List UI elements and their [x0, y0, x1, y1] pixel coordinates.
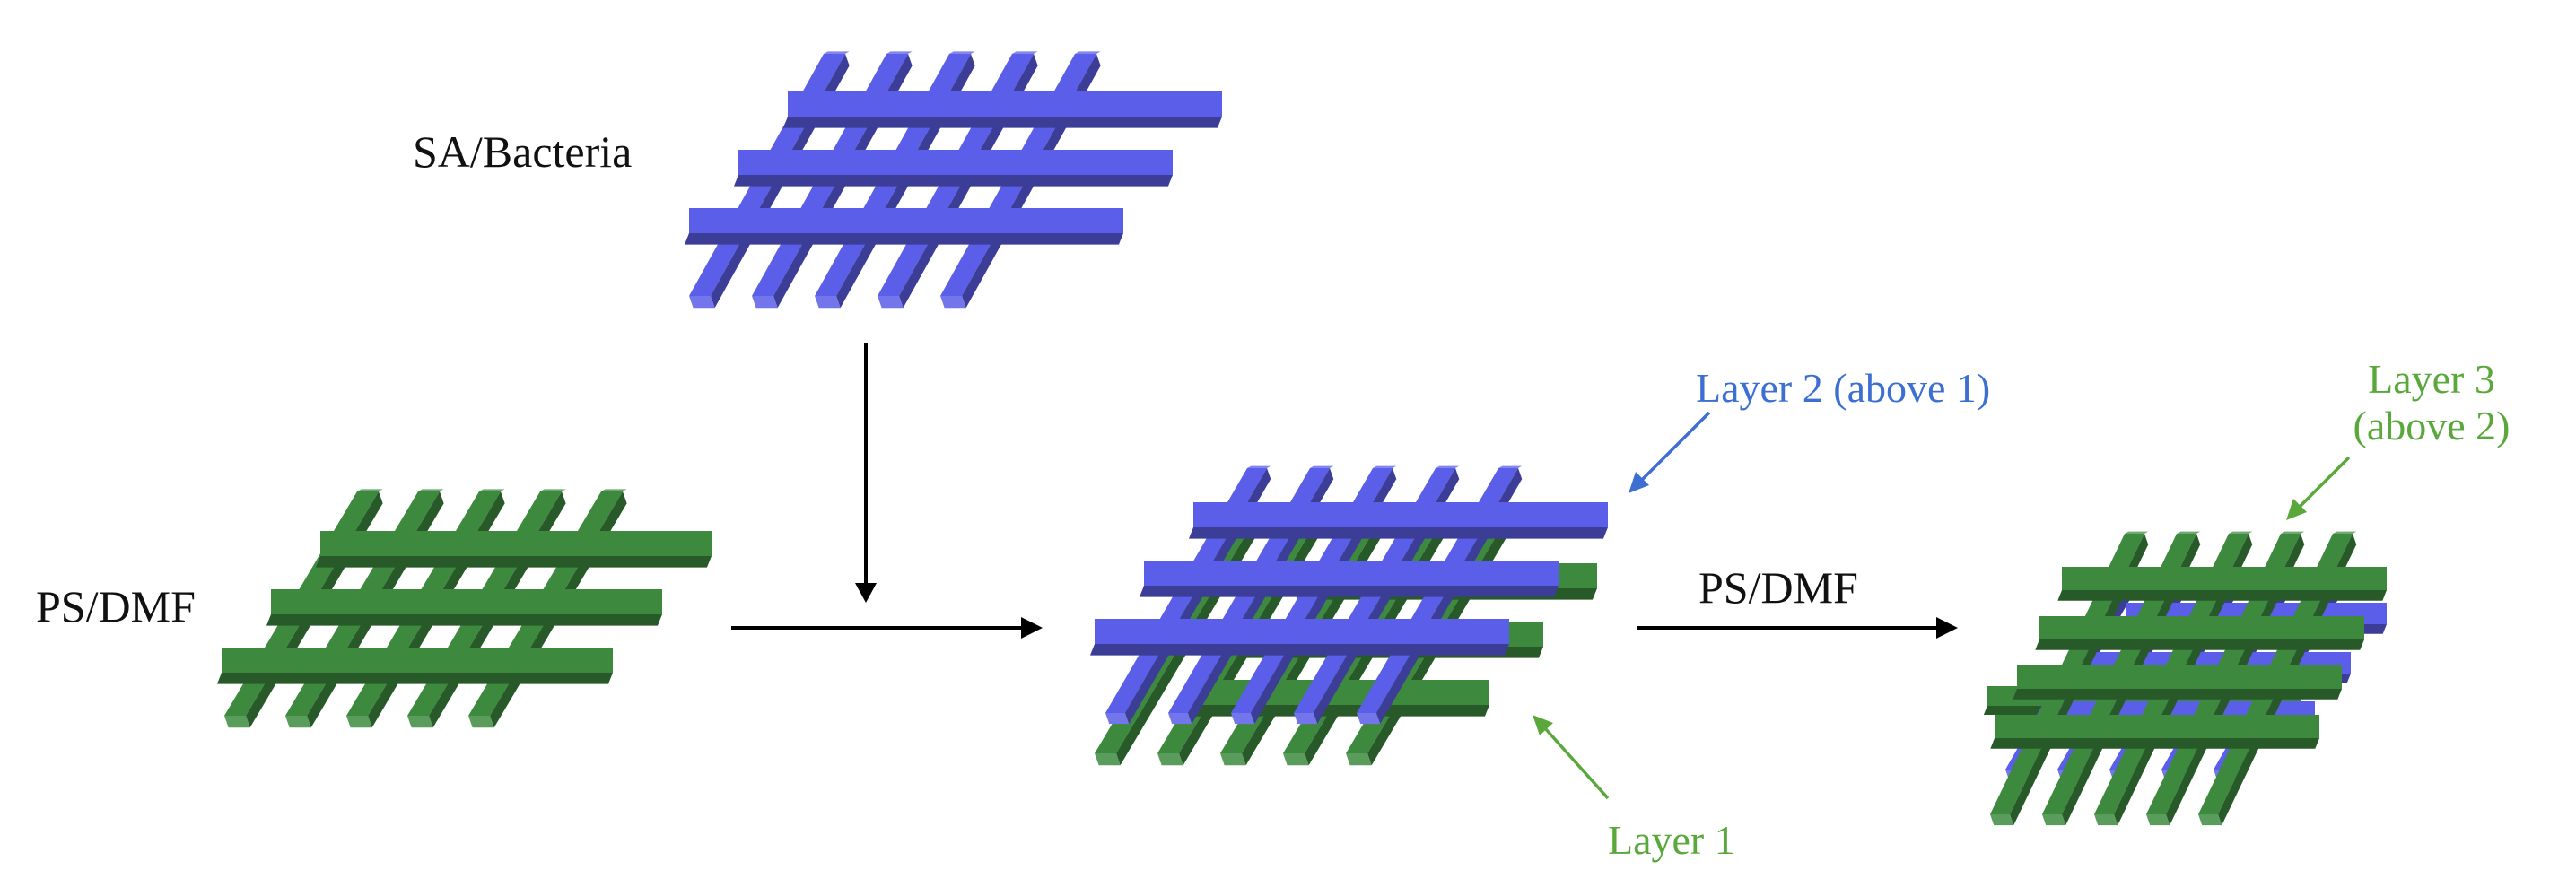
fiber-horizontal-side [2013, 689, 2342, 700]
fiber-horizontal [788, 91, 1222, 117]
layer3-label-line1: Layer 3 [2368, 356, 2495, 402]
fiber-horizontal [1144, 561, 1559, 586]
fiber-diagonal-cap [1498, 465, 1523, 468]
fiber-diagonal-end [1283, 753, 1309, 766]
fiber-horizontal-side [1089, 644, 1509, 656]
pointer-layer1 [1533, 715, 1610, 800]
fiber-diagonal-cap [824, 51, 850, 54]
fiber-diagonal-end [346, 716, 372, 728]
fiber-horizontal [2062, 567, 2387, 590]
final-green-mesh-top [1990, 531, 2387, 826]
fiber-diagonal-cap [357, 489, 383, 491]
fiber-diagonal-cap [886, 51, 913, 54]
fiber-horizontal [271, 589, 662, 614]
fiber-diagonal-end [1220, 753, 1246, 766]
fiber-horizontal-side [216, 673, 613, 684]
fiber-horizontal [1193, 502, 1608, 527]
fiber-diagonal-cap [1075, 51, 1101, 54]
layer2-label: Layer 2 (above 1) [1696, 365, 1990, 411]
fiber-diagonal-end [224, 716, 250, 728]
fiber-horizontal [1995, 715, 2319, 738]
fiber-diagonal-cap [949, 51, 975, 54]
arrow-down [855, 343, 877, 603]
fiber-horizontal [222, 648, 613, 673]
fiber-diagonal-end [2198, 814, 2222, 826]
fiber-diagonal-cap [1012, 51, 1038, 54]
fiber-horizontal [1193, 680, 1489, 705]
fiber-diagonal-end [1157, 753, 1183, 766]
fiber-diagonal-end [878, 296, 904, 309]
fiber-horizontal-side [2057, 590, 2387, 601]
fiber-diagonal-cap [418, 489, 444, 491]
fiber-diagonal-end [1231, 713, 1255, 725]
fiber-diagonal-end [407, 716, 433, 728]
pointer-layer2 [1629, 411, 1711, 493]
fiber-diagonal-end [468, 716, 494, 728]
ps-dmf-label-right: PS/DMF [1698, 562, 1858, 613]
arrow-right-merge [731, 617, 1043, 639]
ps-dmf-label-left: PS/DMF [36, 581, 196, 631]
fiber-diagonal-cap [2125, 531, 2149, 534]
fiber-horizontal [2017, 665, 2342, 689]
layer3-label-line2: (above 2) [2353, 403, 2511, 448]
fiber-diagonal-cap [2229, 531, 2253, 534]
fiber-diagonal-end [940, 296, 966, 309]
layer1-label: Layer 1 [1608, 817, 1735, 863]
ps-dmf-mesh [216, 489, 712, 728]
fiber-diagonal-end [1168, 713, 1192, 725]
fiber-diagonal-cap [1436, 465, 1460, 468]
fiber-horizontal [738, 150, 1173, 175]
arrow-right-final [1637, 617, 1958, 639]
pointer-layer3 [2286, 456, 2351, 520]
fiber-horizontal-side [315, 556, 712, 568]
fiber-horizontal-side [266, 614, 662, 626]
fiber-horizontal-side [1188, 705, 1489, 717]
fiber-horizontal [1095, 619, 1509, 644]
fiber-diagonal-end [1990, 814, 2014, 826]
fiber-diagonal-cap [540, 489, 566, 491]
fiber-diagonal-end [752, 296, 778, 309]
fiber-diagonal-end [689, 296, 715, 309]
fiber-diagonal-cap [2333, 531, 2357, 534]
fiber-diagonal-end [1294, 713, 1318, 725]
fiber-horizontal-side [2035, 639, 2364, 650]
sa-bacteria-mesh [684, 51, 1222, 309]
fiber-diagonal-end [1095, 753, 1121, 766]
fiber-diagonal-end [1357, 713, 1381, 725]
fiber-horizontal [2039, 616, 2364, 639]
fiber-horizontal-side [1990, 738, 2319, 749]
fiber-diagonal-end [2146, 814, 2170, 826]
fiber-diagonal-end [285, 716, 311, 728]
fiber-horizontal-side [733, 175, 1173, 187]
fiber-diagonal-cap [1310, 465, 1334, 468]
fiber-horizontal [320, 531, 712, 556]
fiber-horizontal-side [782, 117, 1222, 128]
fiber-diagonal-end [1346, 753, 1372, 766]
fiber-diagonal-cap [601, 489, 627, 491]
fiber-horizontal [689, 208, 1123, 233]
fiber-diagonal-cap [2177, 531, 2201, 534]
sa-bacteria-label: SA/Bacteria [413, 126, 632, 177]
fiber-horizontal-side [1188, 527, 1608, 539]
layer2-mesh [1089, 465, 1608, 725]
fiber-diagonal-end [1105, 713, 1130, 725]
fiber-diagonal-cap [1373, 465, 1397, 468]
fiber-diagonal-end [2042, 814, 2066, 826]
fiber-diagonal-end [815, 296, 841, 309]
fiber-diagonal-cap [2281, 531, 2305, 534]
fiber-horizontal-side [684, 233, 1123, 245]
fiber-diagonal-end [2094, 814, 2118, 826]
fiber-diagonal-cap [479, 489, 505, 491]
fiber-diagonal-cap [1247, 465, 1271, 468]
fiber-horizontal-side [1139, 586, 1559, 597]
